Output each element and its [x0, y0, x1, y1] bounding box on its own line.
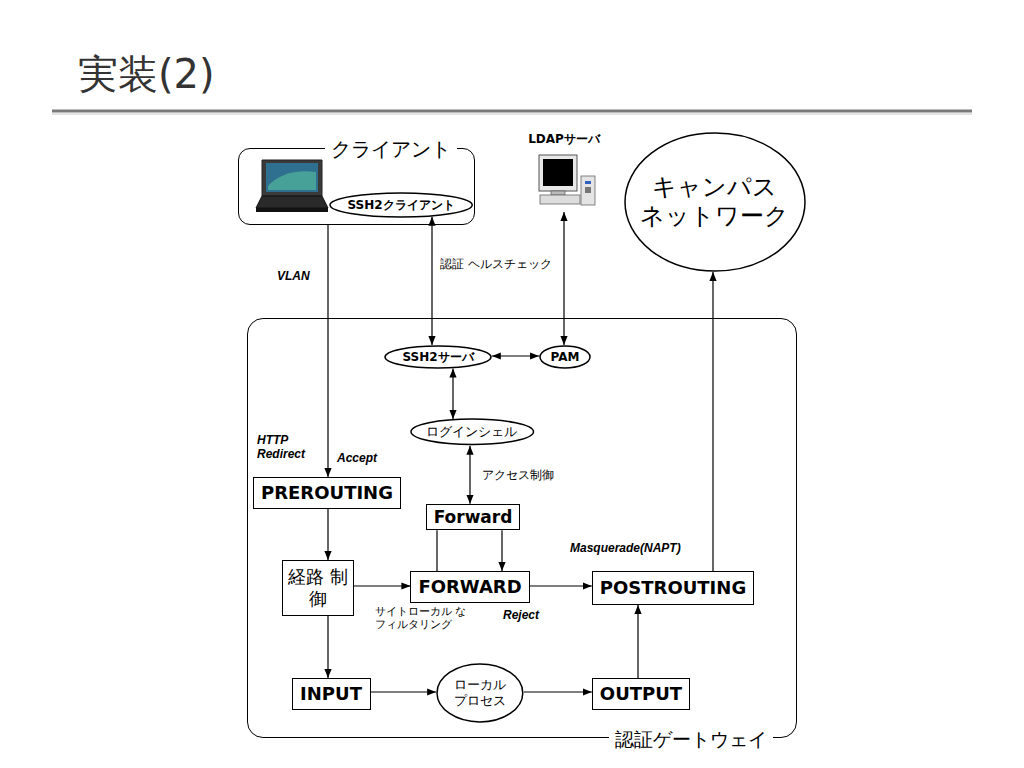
connector-arrow	[563, 212, 564, 345]
ellipse-node: ローカル プロセス	[436, 663, 524, 723]
group-heading: クライアント	[325, 137, 457, 161]
ellipse-node: キャンパス ネットワーク	[624, 132, 806, 272]
laptop-icon	[256, 160, 328, 212]
chain-box: FORWARD	[410, 571, 529, 603]
ellipse-outline	[540, 346, 590, 368]
node-label: 経路 制御	[283, 566, 353, 609]
chain-box: INPUT	[292, 678, 371, 710]
ldap-server-icon	[539, 155, 595, 205]
connector-arrow	[431, 217, 432, 345]
title-rule	[52, 110, 972, 113]
connector-arrow	[371, 691, 437, 692]
group-box: SSH2クライアントクライアント	[238, 148, 475, 225]
connector-arrow	[492, 355, 539, 356]
node-label: PAM	[551, 350, 580, 364]
server-node: LDAPサーバ	[518, 132, 610, 212]
ellipse-outline	[411, 419, 534, 444]
connector-arrow	[436, 530, 437, 571]
connector-arrow	[327, 225, 328, 477]
connector-arrow	[524, 691, 592, 692]
connector-arrow	[354, 585, 410, 586]
ellipse-node: SSH2クライアント	[329, 192, 473, 218]
group-box: SSH2サーバ PAM ログインシェル Forward PREROUTING 経路 制御 F…	[247, 318, 797, 738]
node-label: POSTROUTING	[600, 577, 746, 599]
chain-note: Accept	[337, 451, 387, 465]
node-label: LDAPサーバ	[528, 132, 600, 146]
edge-label: アクセス制御	[482, 468, 572, 482]
node-label: Forward	[434, 507, 513, 527]
connector-arrow	[501, 530, 502, 571]
node-label: キャンパス ネットワーク	[640, 173, 789, 231]
node-label: OUTPUT	[600, 683, 682, 705]
edge-label: 認証 ヘルスチェック	[440, 257, 552, 271]
connector-arrow	[637, 605, 638, 678]
node-label: SSH2サーバ	[402, 350, 473, 364]
ellipse-node: ログインシェル	[410, 418, 535, 445]
node-label: ログインシェル	[426, 424, 517, 440]
chain-note: Reject	[503, 608, 553, 622]
ellipse-outline	[330, 193, 472, 217]
connector-arrow	[327, 616, 328, 678]
chain-note: HTTP Redirect	[257, 433, 319, 462]
edge-label: VLAN	[277, 269, 317, 283]
chain-box: 経路 制御	[282, 560, 354, 616]
slide-title: 実装(2)	[78, 50, 215, 98]
connector-arrow	[530, 585, 592, 586]
node-label: PREROUTING	[261, 482, 393, 504]
node-label: FORWARD	[418, 576, 521, 598]
chain-note: サイトローカル なフィルタリング	[375, 605, 475, 631]
node-label: ローカル プロセス	[446, 677, 513, 708]
connector-arrow	[452, 369, 453, 419]
ellipse-node: SSH2サーバ	[384, 345, 492, 369]
ellipse-node: PAM	[539, 345, 591, 369]
chain-box: PREROUTING	[253, 477, 401, 509]
connector-arrow	[327, 509, 328, 560]
ellipse-outline	[625, 133, 805, 271]
connector-arrow	[712, 272, 713, 571]
connector-arrow	[469, 446, 470, 504]
ellipse-outline	[385, 346, 491, 368]
chain-box: OUTPUT	[592, 678, 690, 710]
node-label: SSH2クライアント	[347, 198, 454, 212]
chain-box: Forward	[426, 504, 521, 530]
node-label: INPUT	[300, 683, 362, 705]
title-rule	[52, 114, 972, 115]
ellipse-outline	[437, 664, 523, 722]
chain-note: Masquerade(NAPT)	[570, 541, 690, 555]
chain-box: POSTROUTING	[592, 571, 754, 605]
group-heading: 認証ゲートウェイ	[609, 728, 773, 751]
